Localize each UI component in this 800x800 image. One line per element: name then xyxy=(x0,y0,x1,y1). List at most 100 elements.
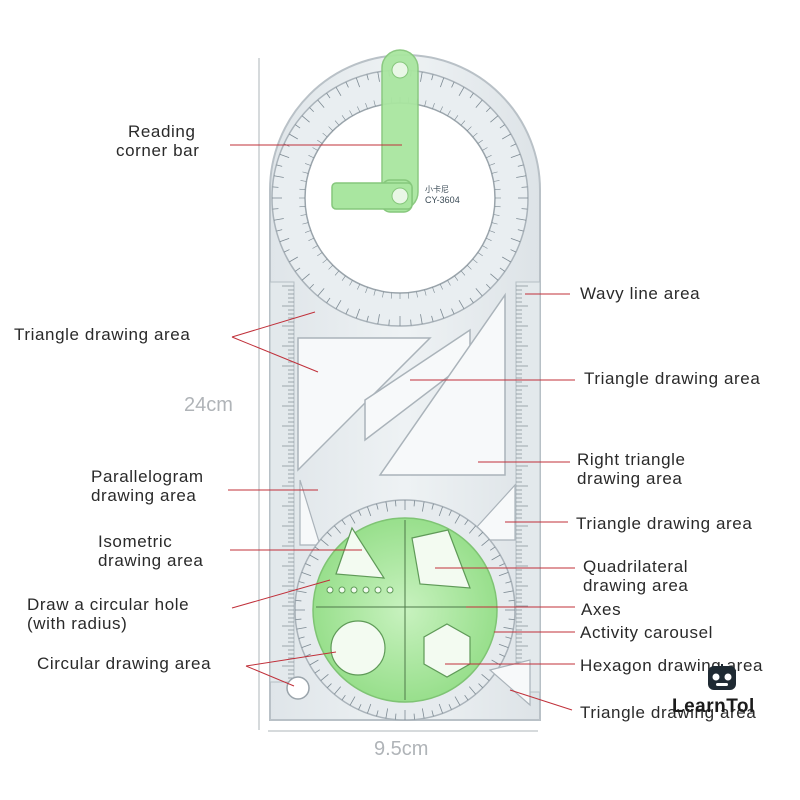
tick-mark xyxy=(320,538,329,547)
tick-mark xyxy=(510,237,521,243)
tick-mark xyxy=(439,283,443,290)
tick-mark xyxy=(439,106,443,113)
carousel-ticks xyxy=(295,500,515,720)
tick-mark xyxy=(273,175,284,178)
tick-mark xyxy=(416,291,418,298)
tick-mark xyxy=(448,510,452,516)
tick-mark xyxy=(341,275,346,281)
tick-mark xyxy=(510,143,517,147)
tick-mark xyxy=(341,115,346,121)
tick-mark xyxy=(491,554,501,561)
tick-mark xyxy=(447,280,451,286)
tick-mark xyxy=(304,230,311,233)
tick-mark xyxy=(413,500,415,507)
carousel-triangle-cutout xyxy=(335,526,386,579)
right-triangle-cutout xyxy=(378,292,506,476)
tick-mark xyxy=(464,694,469,701)
tick-mark xyxy=(521,208,528,210)
tick-mark xyxy=(382,291,384,298)
tick-mark xyxy=(295,600,302,602)
tick-mark xyxy=(421,708,425,719)
tick-mark xyxy=(365,287,368,294)
tick-mark xyxy=(485,107,491,113)
tick-mark xyxy=(489,546,496,551)
tick-mark xyxy=(276,229,283,232)
tick-mark xyxy=(424,100,427,107)
left-scale-ticks xyxy=(282,285,294,679)
tick-mark xyxy=(376,710,379,717)
tick-mark xyxy=(390,292,393,299)
tick-mark xyxy=(491,171,498,174)
tick-mark xyxy=(431,710,434,717)
tick-mark xyxy=(458,86,465,97)
tick-mark xyxy=(296,626,307,630)
tick-mark xyxy=(309,554,319,561)
tick-mark xyxy=(451,308,455,315)
tick-mark xyxy=(304,163,311,166)
tick-mark xyxy=(299,188,306,191)
tick-mark xyxy=(498,643,509,648)
tick-mark xyxy=(485,237,492,241)
tick-mark xyxy=(501,256,512,263)
tick-mark xyxy=(493,214,500,216)
tick-mark xyxy=(448,704,452,710)
tick-mark xyxy=(308,155,315,159)
large-triangle-cutout xyxy=(297,337,432,472)
tick-mark xyxy=(288,256,299,263)
tick-mark xyxy=(420,71,423,82)
tick-mark xyxy=(317,252,323,257)
tick-mark xyxy=(494,205,501,208)
tick-mark xyxy=(373,289,376,296)
tick-mark xyxy=(505,636,512,639)
label-triangle-drawing-area-right: Triangle drawing area xyxy=(584,369,761,388)
tick-mark xyxy=(296,590,307,594)
tick-mark xyxy=(377,314,380,325)
tick-mark xyxy=(320,673,329,682)
tick-mark xyxy=(365,102,368,109)
tick-mark xyxy=(300,214,307,216)
tick-mark xyxy=(407,292,410,299)
tick-mark xyxy=(309,659,319,666)
tick-mark xyxy=(288,133,299,140)
tick-mark xyxy=(485,155,492,159)
tick-mark xyxy=(283,249,290,253)
tick-mark xyxy=(499,124,506,129)
tick-mark xyxy=(431,74,434,81)
label-circular-drawing-area: Circular drawing area xyxy=(37,654,212,673)
tick-mark xyxy=(454,514,461,524)
tick-mark xyxy=(485,283,491,289)
label-triangle-drawing-area-right-2: Triangle drawing area xyxy=(576,514,753,533)
tick-mark xyxy=(312,147,318,151)
carousel-hole-row xyxy=(326,586,394,594)
tick-mark xyxy=(366,74,369,81)
tick-mark xyxy=(469,92,474,99)
label-triangle-drawing-area-bottom: Triangle drawing area xyxy=(580,703,757,722)
tick-mark xyxy=(482,245,488,249)
tick-mark xyxy=(333,686,342,695)
tick-mark xyxy=(490,115,499,123)
tick-mark xyxy=(294,124,301,129)
tick-mark xyxy=(395,500,397,507)
tick-mark xyxy=(439,308,445,319)
tick-mark xyxy=(272,208,279,210)
tick-mark xyxy=(481,538,490,547)
tick-mark xyxy=(273,218,284,221)
tick-mark xyxy=(302,222,309,225)
tick-mark xyxy=(317,288,325,297)
tick-mark xyxy=(472,258,478,264)
ruler-brand-text: 小卡尼 xyxy=(425,184,449,194)
label-reading-corner-bar: Reading corner bar xyxy=(116,122,200,160)
tick-mark xyxy=(454,696,461,706)
tick-mark xyxy=(521,186,528,188)
tick-mark xyxy=(388,319,390,326)
tick-mark xyxy=(460,270,466,276)
tick-mark xyxy=(276,164,283,167)
tick-mark xyxy=(355,308,361,319)
tick-mark xyxy=(468,686,477,695)
tick-mark xyxy=(358,704,362,710)
width-dimension-label: 9.5cm xyxy=(374,738,429,760)
tick-mark xyxy=(309,283,315,289)
tick-mark xyxy=(301,273,310,281)
tick-mark xyxy=(317,99,325,108)
tick-mark xyxy=(505,581,512,584)
